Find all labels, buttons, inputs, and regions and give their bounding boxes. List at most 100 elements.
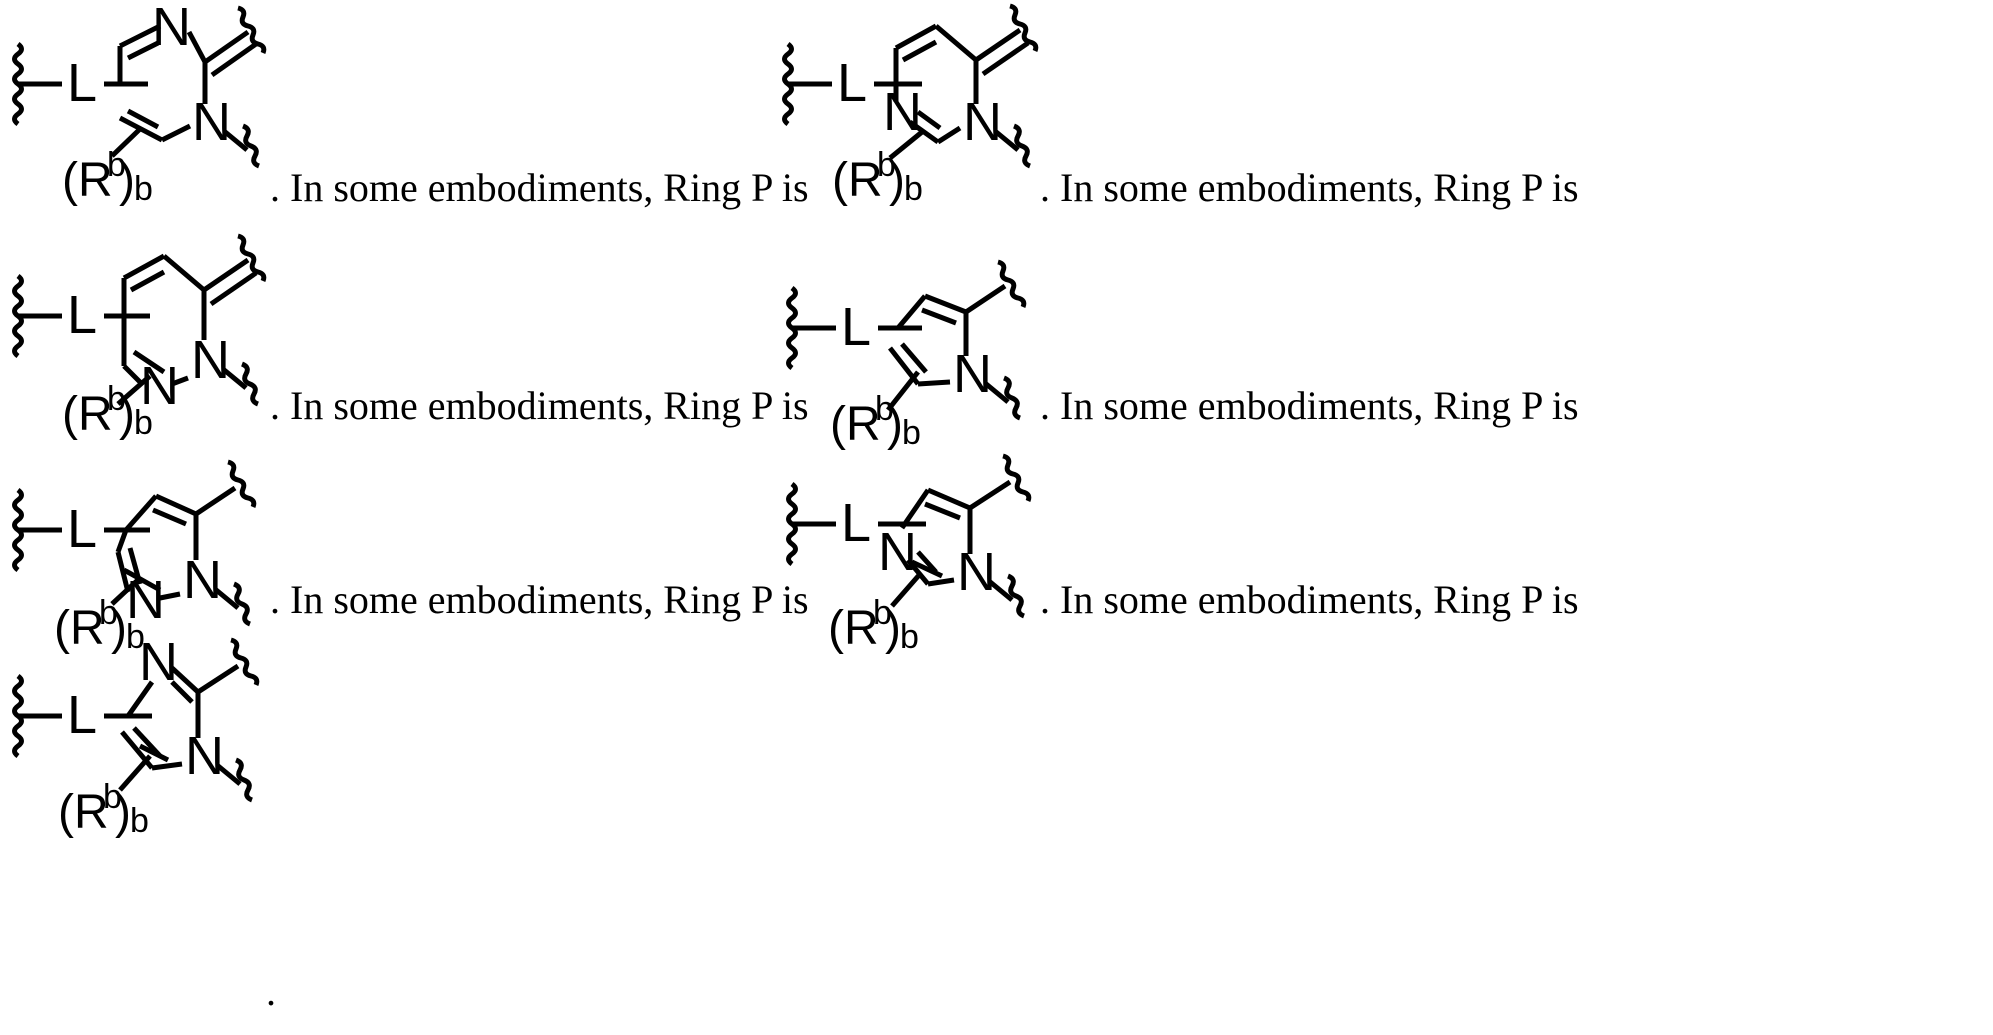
linker-label-L: L [67, 685, 97, 745]
attachment-squiggle-bottomright [240, 361, 260, 407]
structure-6: L N N (R b ) b [770, 448, 1070, 656]
bond-to-substituent [890, 572, 922, 608]
exocyclic-bond-b [209, 270, 258, 307]
ring-bond-cross [138, 743, 170, 763]
structure-5: L N N (R b ) b [0, 452, 300, 656]
linker-label-L: L [841, 493, 871, 553]
bond-n1-to-squiggle [221, 367, 248, 390]
ring-bond-cross [910, 559, 944, 579]
ring-bond-c4-n1 [908, 119, 940, 145]
substituent-open-paren: (R [828, 602, 879, 655]
ring-bond-n1-c2 [917, 379, 951, 387]
substituent-superscript-b: b [877, 146, 896, 184]
ring-bond-c5-n4 [125, 680, 155, 718]
nitrogen-bottom-left: N [883, 82, 922, 142]
ring-bond-c6-c7 [122, 253, 166, 281]
ring-bond-inner-c6-n1 [126, 40, 160, 61]
nitrogen-bottom-right: N [957, 542, 996, 602]
bond-n3-to-squiggle [222, 129, 249, 152]
substituent-superscript-b: b [875, 390, 894, 428]
ring-bond-n1-n2 [159, 591, 181, 601]
ring-bond-inner-c4-c5 [921, 307, 957, 326]
substituent-subscript-b: b [900, 618, 919, 656]
linker-label-L: L [841, 297, 871, 357]
nitrogen-right: N [183, 550, 222, 610]
attachment-squiggle-topright [230, 637, 260, 686]
ring-bond-inner-c5-c4 [924, 501, 961, 521]
attachment-squiggle-bottomright [1006, 573, 1026, 619]
ring-bond-c6-n1 [118, 23, 162, 49]
substituent-close-paren: ) [119, 388, 135, 441]
ring-bond-c4-c5 [924, 293, 967, 315]
substituent-subscript-b: b [904, 170, 923, 208]
ring-bond-n2-c1 [151, 761, 183, 771]
ring-bond-n3-c4 [936, 125, 962, 145]
attachment-squiggle-bottomright [234, 757, 254, 803]
nitrogen-top: N [139, 632, 178, 692]
ring-bond-c5-c4 [927, 487, 971, 511]
exocyclic-bond-a [202, 257, 250, 293]
ring-bond-inner-c4-n1 [916, 109, 942, 131]
ring-bond-c7-c2 [934, 24, 978, 62]
bond-n3-to-squiggle [993, 129, 1020, 152]
exocyclic-bond-a [203, 29, 250, 65]
structure-4: L N (R b ) b [770, 252, 1070, 452]
ring-bond-n4-c3 [170, 666, 200, 694]
structure-7: L N N (R b ) b [0, 632, 300, 840]
ring-bond-inner-c6-c7 [901, 39, 938, 63]
substituent-close-paren: ) [115, 786, 131, 839]
substituent-superscript-b: b [103, 778, 122, 816]
substituent-superscript-b: b [873, 594, 892, 632]
ring-bond-n2-c4 [122, 364, 142, 384]
ring-bond-c4-c5 [118, 115, 164, 143]
substituent-open-paren: (R [58, 786, 109, 839]
nitrogen-bottom-right: N [185, 726, 224, 786]
attachment-squiggle-bottomright [232, 581, 252, 627]
attachment-squiggle-bottomright [241, 123, 261, 169]
phrase-5: . In some embodiments, Ring P is [270, 577, 809, 622]
structure-2: L N N (R b ) [770, 0, 1070, 208]
ring-bond-n1-c2 [186, 30, 208, 64]
phrase-7: . [266, 969, 276, 1014]
structure-3: L N N (R b ) b [0, 232, 300, 442]
exocyclic-bond [968, 479, 1012, 511]
attachment-squiggle-topright [997, 259, 1027, 308]
nitrogen-top: N [152, 0, 191, 57]
substituent-close-paren: ) [119, 154, 135, 207]
bond-to-substituent [110, 576, 142, 606]
attachment-squiggle-bottomright [1012, 123, 1032, 169]
substituent-superscript-b: b [99, 594, 118, 632]
substituent-subscript-b: b [134, 404, 153, 442]
ring-bond-inner-c4-c5 [126, 108, 160, 130]
substituent-open-paren: (R [54, 602, 105, 655]
nitrogen-bottom-right: N [953, 344, 992, 404]
bond-n2-to-squiggle [215, 763, 242, 786]
ring-bond-inner-c6-c7 [129, 269, 166, 293]
substituent-open-paren: (R [832, 154, 883, 207]
phrase-6: . In some embodiments, Ring P is [1040, 577, 1579, 622]
exocyclic-bond-b [981, 40, 1030, 77]
phrase-1: . In some embodiments, Ring P is [270, 165, 809, 210]
attachment-squiggle-topright [237, 5, 267, 54]
ring-bond-n3-c4 [160, 123, 192, 143]
bond-to-substituent [886, 370, 920, 412]
exocyclic-bond [964, 283, 1007, 315]
bond-to-substituent [118, 754, 152, 792]
ring-bond-inner-c2-n1 [916, 550, 938, 574]
substituent-open-paren: (R [62, 388, 113, 441]
substituent-subscript-b: b [902, 414, 921, 452]
nitrogen-left: N [878, 522, 917, 582]
bond-n1-to-squiggle [983, 381, 1010, 404]
linker-label-L: L [837, 53, 867, 113]
ring-bond-c3-c4 [896, 294, 927, 330]
nitrogen-bottom-right: N [192, 92, 231, 152]
substituent-open-paren: (R [830, 398, 881, 451]
linker-label-L: L [67, 53, 97, 113]
exocyclic-bond [196, 663, 240, 695]
bond-to-substituent [888, 130, 924, 160]
exocyclic-bond-a [974, 27, 1022, 63]
substituent-close-paren: ) [887, 398, 903, 451]
substituent-subscript-b: b [130, 802, 149, 840]
substituent-superscript-b: b [107, 146, 126, 184]
